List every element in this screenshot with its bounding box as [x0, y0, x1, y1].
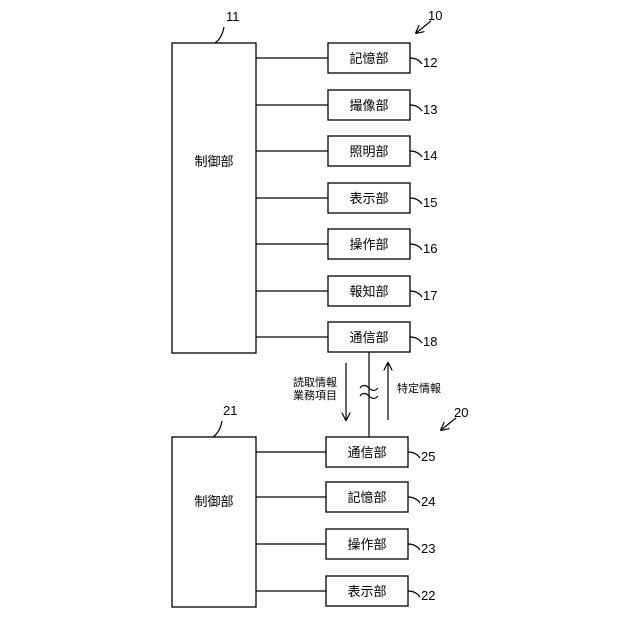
unit-leader [410, 151, 422, 157]
unit-notification-a: 報知部 17 [256, 276, 437, 306]
device-b-units: 通信部 25 記憶部 24 操作部 23 表示部 [256, 437, 435, 606]
controller-b-ref: 21 [223, 403, 237, 418]
device-b-ref-arrow [441, 418, 456, 430]
controller-a-box [172, 43, 256, 353]
unit-label: 記憶部 [349, 51, 388, 67]
unit-leader [410, 291, 422, 297]
device-b-ref: 20 [454, 405, 468, 420]
unit-label: 撮像部 [349, 98, 388, 114]
device-a: 10 制御部 11 記憶部 12 撮像部 13 [172, 8, 442, 353]
controller-b-leader [213, 421, 222, 437]
unit-display-b: 表示部 22 [256, 576, 435, 606]
unit-leader [408, 544, 420, 550]
unit-leader [408, 497, 420, 503]
unit-label: 報知部 [349, 284, 388, 300]
communication-link: 読取情報 業務項目 特定情報 [293, 352, 441, 437]
controller-a-ref: 11 [226, 9, 240, 24]
unit-label: 表示部 [347, 585, 386, 600]
link-down-label-2: 業務項目 [293, 388, 337, 402]
controller-a-label: 制御部 [194, 155, 233, 170]
device-a-ref: 10 [428, 8, 442, 23]
unit-lighting-a: 照明部 14 [256, 136, 437, 166]
unit-ref: 15 [423, 195, 437, 210]
controller-b-box [172, 437, 256, 607]
unit-communication-b: 通信部 25 [256, 437, 435, 467]
unit-ref: 17 [423, 288, 437, 303]
unit-communication-a: 通信部 18 [256, 322, 437, 352]
unit-leader [408, 452, 420, 458]
controller-b-label: 制御部 [194, 495, 233, 510]
unit-ref: 13 [423, 102, 437, 117]
unit-storage-b: 記憶部 24 [256, 482, 435, 512]
unit-leader [410, 244, 422, 250]
unit-storage-a: 記憶部 12 [256, 43, 437, 73]
unit-ref: 16 [423, 241, 437, 256]
unit-operation-b: 操作部 23 [256, 529, 435, 559]
controller-b: 制御部 21 [172, 403, 256, 607]
unit-label: 照明部 [349, 145, 388, 160]
unit-ref: 23 [421, 541, 435, 556]
controller-a-leader [215, 27, 224, 43]
device-a-units: 記憶部 12 撮像部 13 照明部 14 表示部 [256, 43, 437, 352]
unit-leader [408, 591, 420, 597]
unit-label: 操作部 [349, 237, 388, 253]
unit-ref: 25 [421, 449, 435, 464]
unit-leader [410, 105, 422, 111]
device-a-ref-arrow [416, 21, 431, 33]
unit-ref: 12 [423, 55, 437, 70]
unit-label: 操作部 [347, 537, 386, 553]
unit-ref: 24 [421, 494, 435, 509]
unit-ref: 14 [423, 148, 437, 163]
link-down-label-1: 読取情報 [293, 375, 337, 389]
unit-ref: 18 [423, 334, 437, 349]
unit-label: 通信部 [349, 331, 388, 346]
unit-display-a: 表示部 15 [256, 183, 437, 213]
link-up-label: 特定情報 [397, 381, 441, 395]
unit-label: 記憶部 [347, 490, 386, 506]
unit-leader [410, 198, 422, 204]
unit-label: 通信部 [347, 446, 386, 461]
unit-leader [410, 337, 422, 343]
unit-leader [410, 58, 422, 64]
unit-ref: 22 [421, 588, 435, 603]
unit-label: 表示部 [349, 192, 388, 207]
unit-operation-a: 操作部 16 [256, 229, 437, 259]
device-b: 20 制御部 21 通信部 25 記憶部 24 [172, 403, 468, 607]
controller-a: 制御部 11 [172, 9, 256, 353]
unit-imaging-a: 撮像部 13 [256, 90, 437, 120]
